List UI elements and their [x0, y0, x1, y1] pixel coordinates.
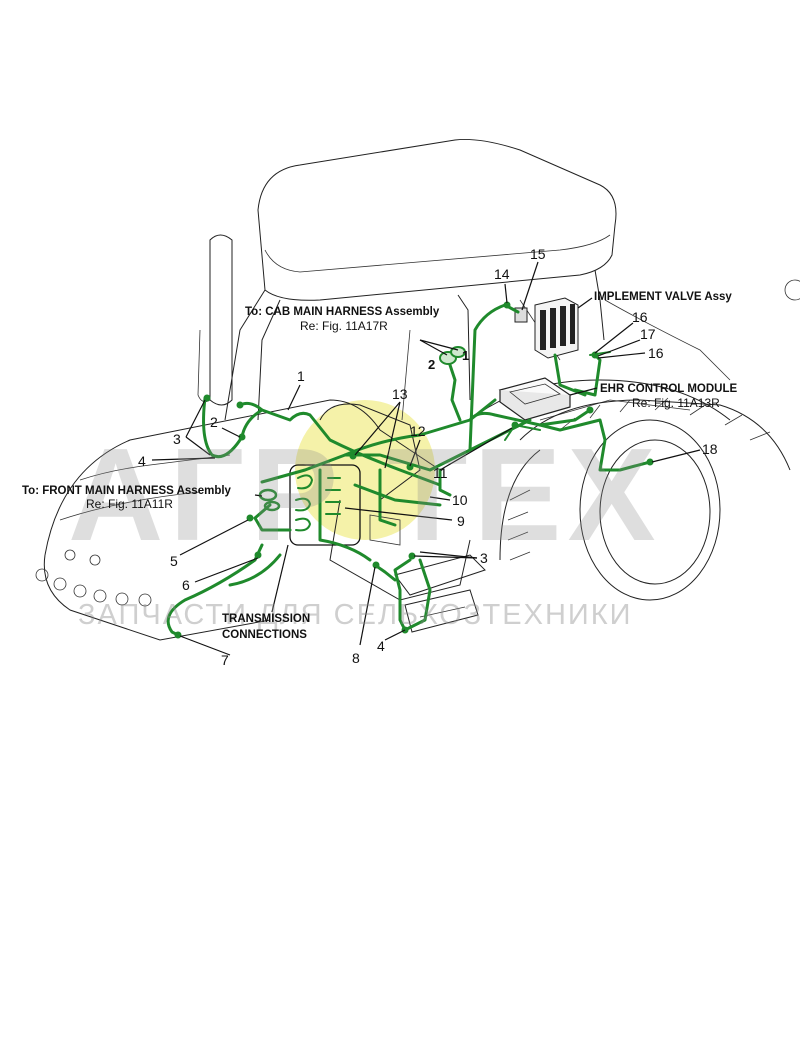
tractor-outline [35, 138, 800, 641]
front-harness-ref: Re: Fig. 11A11R [86, 497, 173, 511]
callout-7: 7 [221, 652, 229, 668]
front-harness-label: To: FRONT MAIN HARNESS Assembly [22, 485, 232, 497]
watermark-tagline: ЗАПЧАСТИ ДЛЯ СЕЛЬХОЗТЕХНИКИ [78, 599, 632, 631]
callout-16-top: 16 [632, 309, 648, 325]
callout-15: 15 [530, 246, 546, 262]
callout-2: 2 [210, 414, 218, 430]
callout-9: 9 [457, 513, 465, 529]
ehr-module-label: EHR CONTROL MODULE [600, 383, 737, 395]
connector-2-label: 2 [428, 357, 435, 372]
cab-harness-ref: Re: Fig. 11A17R [300, 319, 388, 333]
implement-valve [534, 297, 579, 359]
watermark-brand: ΑГΡ ТЕХ [68, 421, 662, 568]
ehr-module-ref: Re: Fig. 11A13R [632, 396, 720, 410]
implement-valve-label: IMPLEMENT VALVE Assy [594, 291, 732, 303]
callout-3-right: 3 [480, 550, 488, 566]
callout-1: 1 [297, 368, 305, 384]
transmission-label-2: CONNECTIONS [222, 629, 307, 641]
callout-4-bottom: 4 [377, 638, 385, 654]
callout-10: 10 [452, 492, 468, 508]
connector-1-label: 1 [462, 348, 469, 363]
callout-3-left: 3 [173, 431, 181, 447]
callout-17: 17 [640, 326, 656, 342]
callout-11: 11 [433, 465, 448, 481]
callout-13: 13 [392, 386, 408, 402]
callout-16-bottom: 16 [648, 345, 664, 361]
transmission-label: TRANSMISSION [222, 613, 310, 625]
wiring-harness [166, 301, 654, 639]
leader-lines [151, 261, 701, 656]
callout-14: 14 [494, 266, 510, 282]
callout-18: 18 [702, 441, 718, 457]
callout-8: 8 [352, 650, 360, 666]
callout-6: 6 [182, 577, 190, 593]
callout-5: 5 [170, 553, 178, 569]
callout-12: 12 [410, 423, 426, 439]
transmission-connections-box [289, 464, 361, 546]
cab-harness-label: To: CAB MAIN HARNESS Assembly [245, 306, 440, 318]
watermark-logo-circle [295, 400, 435, 540]
callout-4-left: 4 [138, 453, 146, 469]
